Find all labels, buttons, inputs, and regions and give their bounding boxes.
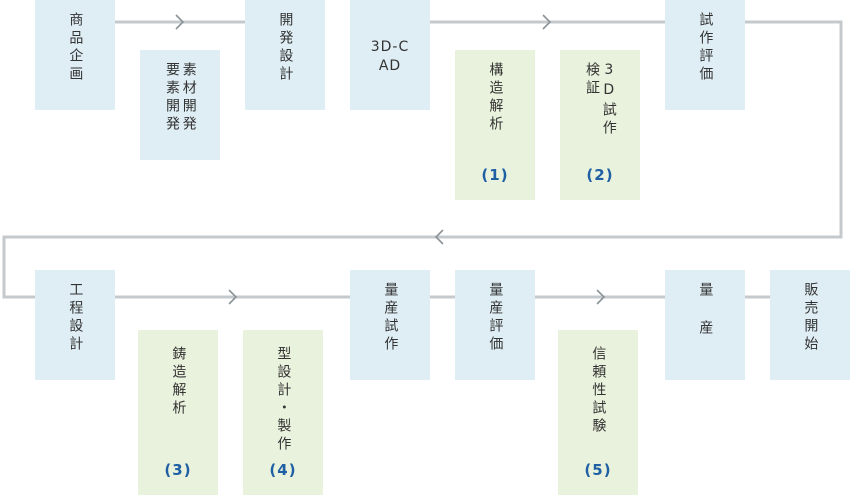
step-mass-production-evaluation: 量産評価	[455, 270, 535, 380]
step-process-design: 工程設計	[35, 270, 115, 380]
step-3d-prototype-verification: 3D試作 検証 (2)	[560, 50, 640, 200]
step-label: 量 産	[697, 282, 714, 338]
step-label: 鋳造解析	[170, 346, 187, 418]
chevron-right-icon	[542, 14, 552, 30]
step-label: 構造解析	[487, 62, 504, 134]
step-product-planning: 商品企画	[35, 0, 115, 110]
step-number: (5)	[584, 461, 612, 479]
step-casting-analysis: 鋳造解析 (3)	[138, 330, 218, 495]
step-label: 3D試作 検証	[584, 62, 617, 138]
step-number: (2)	[586, 166, 614, 184]
step-label: 信頼性試験	[590, 346, 607, 436]
step-number: (1)	[481, 166, 509, 184]
step-development-design: 開発設計	[245, 0, 325, 110]
step-mold-design-manufacturing: 型設計・製作 (4)	[243, 330, 323, 495]
chevron-right-icon	[175, 14, 185, 30]
step-label: 量産試作	[382, 282, 399, 354]
step-mass-production-trial: 量産試作	[350, 270, 430, 380]
step-sales-launch: 販売開始	[770, 270, 850, 380]
step-number: (4)	[269, 461, 297, 479]
step-reliability-test: 信頼性試験 (5)	[558, 330, 638, 495]
step-label: 工程設計	[67, 282, 84, 354]
step-label: 型設計・製作	[275, 346, 292, 454]
step-label: 販売開始	[802, 282, 819, 354]
return-line	[2, 20, 843, 299]
step-mass-production: 量 産	[665, 270, 745, 380]
step-prototype-evaluation: 試作評価	[665, 0, 745, 110]
step-number: (3)	[164, 461, 192, 479]
step-label: 量産評価	[487, 282, 504, 354]
step-label: 商品企画	[67, 12, 84, 84]
step-label: 3D-CAD	[370, 39, 410, 74]
chevron-left-icon	[434, 229, 444, 245]
step-3d-cad: 3D-CAD	[350, 0, 430, 110]
chevron-right-icon	[228, 289, 238, 305]
step-label: 試作評価	[697, 12, 714, 84]
step-structural-analysis: 構造解析 (1)	[455, 50, 535, 200]
step-material-development: 素材開発 要素開発	[140, 50, 220, 160]
step-label: 開発設計	[277, 12, 294, 84]
step-label: 素材開発 要素開発	[164, 62, 197, 134]
chevron-right-icon	[596, 289, 606, 305]
